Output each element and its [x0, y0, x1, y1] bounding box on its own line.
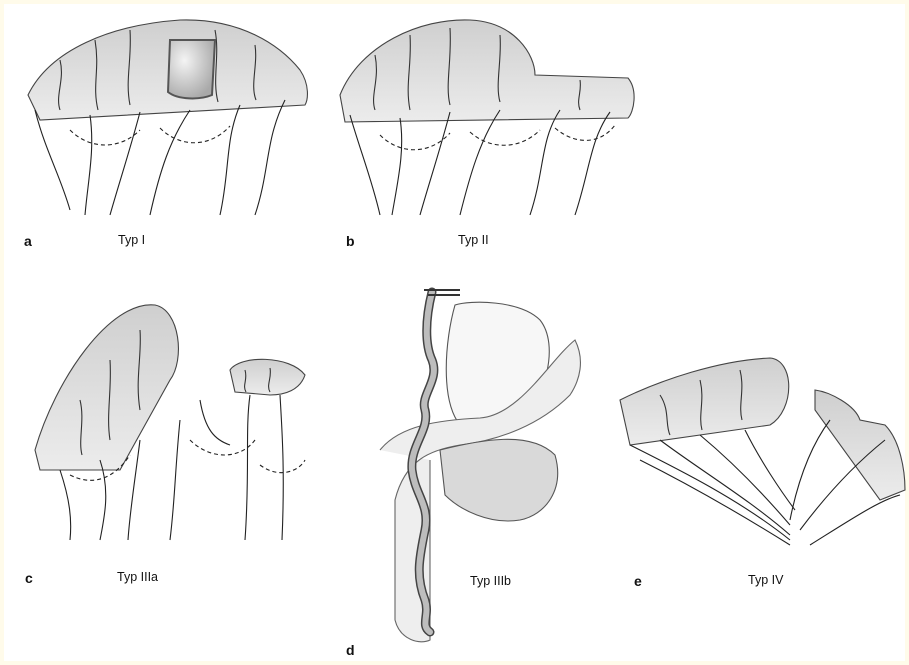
- panel-a-flap: [28, 20, 307, 120]
- panel-c-flap-small: [230, 359, 305, 395]
- panel-a-letter: a: [24, 233, 32, 249]
- panel-c-letter: c: [25, 570, 33, 586]
- panel-b-flap: [340, 20, 634, 122]
- panel-c-caption: Typ IIIa: [117, 570, 158, 584]
- panel-d-caption: Typ IIIb: [470, 574, 511, 588]
- panel-d-illustration: [380, 290, 580, 642]
- panel-d-small-intestine: [440, 439, 558, 521]
- balloon-icon: [168, 40, 215, 98]
- panel-d-letter: d: [346, 642, 355, 658]
- panel-e-caption: Typ IV: [748, 573, 783, 587]
- panel-b-caption: Typ II: [458, 233, 489, 247]
- panel-e-letter: e: [634, 573, 642, 589]
- panel-b-illustration: [340, 20, 634, 215]
- panel-e-flap-right: [815, 390, 905, 500]
- panel-c-flap-main: [35, 305, 178, 470]
- panel-e-flap-main: [620, 358, 789, 445]
- panel-c-illustration: [35, 305, 305, 540]
- panel-e-illustration: [620, 358, 905, 545]
- panel-a-illustration: [28, 20, 307, 215]
- panel-b-letter: b: [346, 233, 355, 249]
- panel-a-caption: Typ I: [118, 233, 145, 247]
